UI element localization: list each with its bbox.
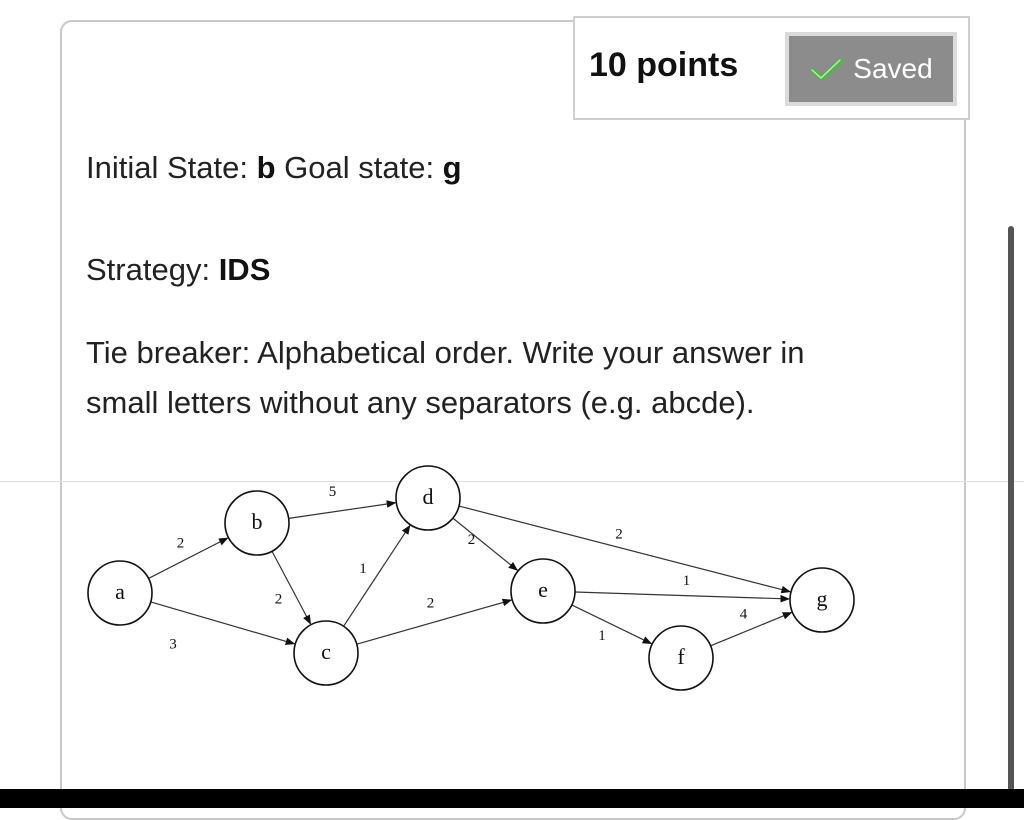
edge-weight-a-c: 3 [169,636,177,652]
saved-status-button[interactable]: Saved [785,32,957,106]
node-label-g: g [817,586,828,611]
node-circle-g [789,567,855,633]
initial-state-value: b [256,150,276,185]
node-label-d: d [423,484,434,509]
edge-b-d [288,500,397,519]
edge-a-b [148,537,229,579]
edge-weight-f-g: 4 [740,606,748,622]
edge-c-e [356,598,513,645]
strategy-value: IDS [218,252,271,287]
initial-state-label: Initial State: [86,150,257,185]
node-circle-c [293,620,359,686]
strategy-label: Strategy: [86,252,219,287]
node-e: e [510,558,576,624]
edge-weight-c-e: 2 [427,595,435,611]
check-icon [809,57,843,81]
edge-a-c [150,601,296,646]
edge-e-f [571,604,653,645]
edge-weight-e-f: 1 [598,628,606,644]
scrollbar[interactable] [1008,226,1014,796]
edge-f-g [710,611,793,647]
edge-weight-c-d: 1 [359,561,367,577]
saved-label: Saved [853,53,933,84]
node-d: d [395,465,461,531]
points-label: 10 points [589,46,739,84]
edge-weight-a-b: 2 [177,535,185,551]
node-circle-a [87,560,153,626]
edge-weight-d-g: 2 [615,526,623,542]
node-circle-d [395,465,461,531]
edge-weight-b-d: 5 [329,484,337,500]
node-circle-f [648,625,714,691]
node-label-c: c [321,639,331,664]
node-circle-e [510,558,576,624]
edge-b-c [271,550,312,625]
node-c: c [293,620,359,686]
edge-e-g [574,591,790,603]
bottom-bar [0,789,1024,808]
node-label-e: e [538,577,548,602]
edge-weight-b-c: 2 [275,591,283,607]
goal-state-label: Goal state: [275,150,443,185]
edge-weight-d-e: 2 [468,532,476,548]
edge-d-e [452,517,519,571]
edge-weight-e-g: 1 [683,573,691,589]
divider [0,481,1024,482]
goal-state-value: g [442,150,462,185]
points-header: 10 points Saved [573,16,970,120]
node-label-a: a [115,579,125,604]
strategy-line: Strategy: IDS [86,245,270,295]
node-a: a [87,560,153,626]
node-label-b: b [252,509,263,534]
question-card [60,20,966,820]
edge-d-g [458,505,791,594]
node-label-f: f [677,644,685,669]
node-f: f [648,625,714,691]
node-g: g [789,567,855,633]
tie-breaker-line-2: small letters without any separators (e.… [86,385,755,420]
tie-breaker-line-1: Tie breaker: Alphabetical order. Write y… [86,335,805,370]
node-circle-b [224,490,290,556]
edge-c-d [343,524,411,627]
search-graph: 2 3 5 2 1 2 2 2 1 1 4 a b c d e f g [87,465,855,691]
node-b: b [224,490,290,556]
initial-goal-line: Initial State: b Goal state: g [86,143,462,193]
